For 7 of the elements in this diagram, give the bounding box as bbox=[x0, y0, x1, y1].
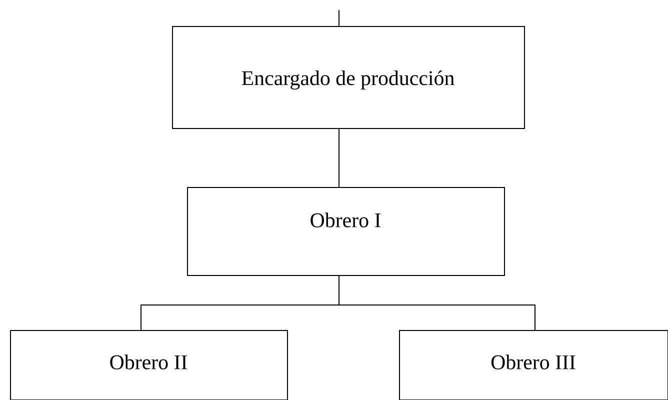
org-box: Obrero III bbox=[399, 330, 668, 400]
connector-line bbox=[338, 128, 340, 188]
connector-line bbox=[338, 10, 340, 26]
org-box: Obrero I bbox=[187, 187, 505, 276]
org-box: Encargado de producción bbox=[172, 26, 525, 129]
connector-line bbox=[338, 276, 536, 330]
org-box: Obrero II bbox=[10, 330, 288, 400]
